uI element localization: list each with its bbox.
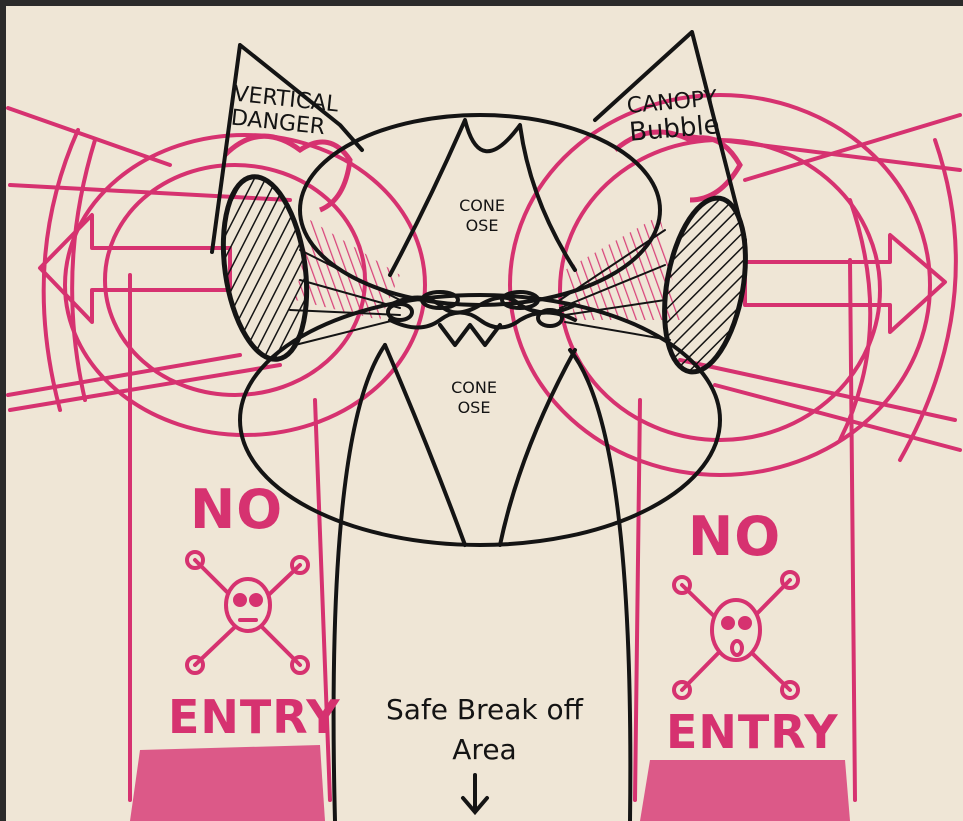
canopy-bubble-label: CANOPY Bubble bbox=[626, 86, 721, 146]
skull-crossbones-icon bbox=[187, 552, 308, 673]
cone-ose-bottom-line1: CONE bbox=[444, 378, 504, 398]
lower-oval-outline bbox=[240, 295, 720, 545]
no-entry-left-entry: ENTRY bbox=[168, 690, 341, 744]
right-entry-fill bbox=[640, 760, 850, 821]
right-canopy bbox=[652, 192, 757, 379]
arrow-right-icon bbox=[745, 235, 945, 332]
safe-break-off-line2: Area bbox=[362, 730, 607, 770]
cone-ose-top-line1: CONE bbox=[452, 196, 512, 216]
left-entry-fill bbox=[130, 745, 325, 821]
no-entry-right-entry: ENTRY bbox=[666, 705, 839, 759]
skull-crossbones-icon bbox=[674, 572, 798, 698]
cone-ose-bottom-label: CONE OSE bbox=[444, 378, 504, 418]
arrow-down-icon bbox=[463, 775, 487, 812]
safe-break-off-line1: Safe Break off bbox=[362, 690, 607, 730]
cone-bottom-outline bbox=[385, 345, 575, 545]
canopy-bubble-label-line2: Bubble bbox=[628, 112, 720, 146]
right-arc-2 bbox=[840, 200, 870, 440]
cone-ose-top-line2: OSE bbox=[452, 216, 512, 236]
cone-ose-bottom-line2: OSE bbox=[444, 398, 504, 418]
no-entry-right-no: NO bbox=[688, 505, 781, 568]
safe-break-off-label: Safe Break off Area bbox=[362, 690, 607, 770]
cone-ose-top-label: CONE OSE bbox=[452, 196, 512, 236]
no-entry-left-no: NO bbox=[190, 478, 283, 541]
